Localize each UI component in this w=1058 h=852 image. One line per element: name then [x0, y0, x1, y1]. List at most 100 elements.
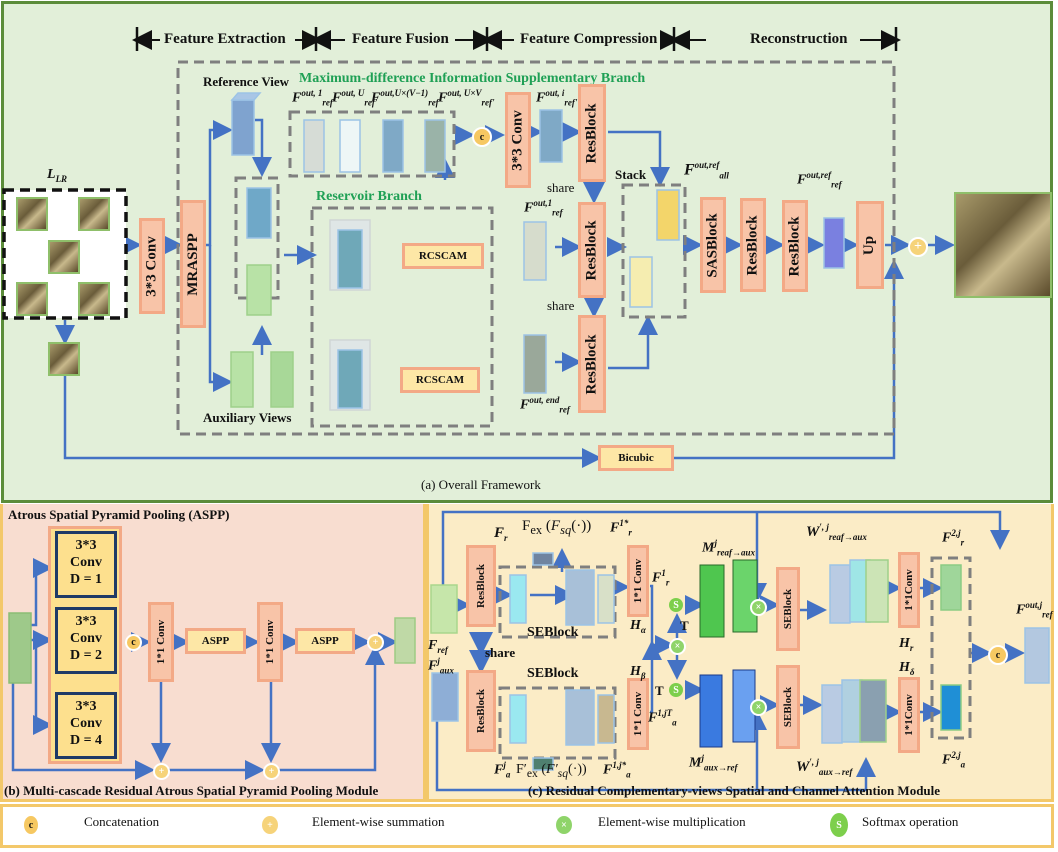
label-f-r1: F1r: [652, 568, 670, 588]
seblock-aux: SEBlock: [776, 665, 800, 749]
label-f-r1star: F1*r: [610, 518, 632, 538]
resblock-recon-1: ResBlock: [740, 198, 766, 292]
share-label: share: [547, 180, 575, 195]
feature-label-ref-end: Fout, endref: [520, 395, 570, 415]
feature-label-refi: Fout, iref': [536, 88, 578, 108]
label-f-a: Fja: [494, 760, 511, 780]
stage-feature-compression: Feature Compression: [520, 31, 658, 47]
concatenation-icon: c: [125, 634, 142, 651]
legend-element-wise-summation: Element-wise summation: [312, 814, 445, 829]
share-label: share: [547, 298, 575, 313]
legend-element-wise-multiplication: Element-wise multiplication: [598, 814, 746, 829]
element-sum-icon: +: [908, 237, 928, 257]
label-w-ref-aux: W′, jreaf→aux: [806, 522, 867, 542]
conv3-block: 3*3 Conv: [139, 218, 165, 314]
feature-label-refUV1: Fout,U×(V−1)ref': [371, 88, 442, 108]
lf-subview-image: [48, 240, 80, 274]
resblock-ref: ResBlock: [466, 545, 496, 627]
input-label: LLR: [47, 167, 68, 184]
auxiliary-views-label: Auxiliary Views: [203, 410, 292, 425]
reference-view-label: Reference View: [203, 74, 290, 89]
legend-bar: [0, 804, 1054, 848]
label-f-ex-sq-bottom: F′ex (F′sq(·)): [516, 762, 587, 780]
label-f-r2j: F2,jr: [942, 528, 965, 548]
lf-subview-image: [16, 197, 48, 231]
caption-rcscam: (c) Residual Complementary-views Spatial…: [528, 783, 941, 798]
element-mul-icon: ×: [750, 599, 767, 616]
stage-feature-fusion: Feature Fusion: [352, 31, 449, 47]
lf-subview-image: [78, 282, 110, 316]
concatenation-icon: c: [988, 645, 1008, 665]
caption-mraspp: (b) Multi-cascade Residual Atrous Spatia…: [4, 783, 379, 798]
share-label: share: [485, 645, 516, 660]
label-f-r: Fr: [494, 525, 508, 543]
feature-label-refU: Fout, Uref': [332, 88, 378, 108]
label-f-aux: Fjaux: [428, 656, 454, 676]
element-sum-icon: +: [153, 763, 170, 780]
conv1-h-alpha: 1*1 Conv: [627, 545, 649, 617]
element-mul-icon: ×: [669, 638, 686, 655]
resblock-top: ResBlock: [578, 84, 606, 182]
conv1-h-delta: 1*1Conv: [898, 677, 920, 753]
element-mul-icon: ×: [750, 699, 767, 716]
element-sum-icon: +: [263, 763, 280, 780]
label-m-ref-aux: Mjreaf→aux: [702, 538, 755, 558]
stage-reconstruction: Reconstruction: [750, 31, 848, 47]
stack-label: Stack: [615, 167, 647, 182]
label-h-delta: Hδ: [899, 660, 915, 677]
lf-subview-image: [16, 282, 48, 316]
upsample-block: Up: [856, 201, 884, 289]
softmax-icon: S: [669, 683, 683, 697]
legend-concatenation: Concatenation: [84, 814, 160, 829]
stage-feature-extraction: Feature Extraction: [164, 31, 286, 47]
label-f-ref: Fref: [428, 638, 448, 655]
caption-overall-framework: (a) Overall Framework: [421, 477, 541, 492]
label-w-aux-ref: W′, jaux→ref: [796, 757, 853, 777]
conv1-h-r: 1*1Conv: [898, 552, 920, 628]
element-sum-icon: +: [367, 634, 384, 651]
mraspp-block: MRASPP: [180, 200, 206, 328]
label-h-r: Hr: [899, 636, 914, 653]
resblock-aux: ResBlock: [466, 670, 496, 752]
panel-rcscam-module: [426, 504, 1054, 802]
conv1-block-1: 1*1 Conv: [148, 602, 174, 682]
resblock-bottom: ResBlock: [578, 315, 606, 413]
label-f-ex-sq-top: Fex (Fsq(·)): [522, 518, 592, 537]
aspp-block-2: ASPP: [295, 628, 355, 654]
seblock-ref: SEBlock: [776, 567, 800, 651]
label-f-a1jstar: F1,j*a: [603, 760, 631, 780]
conv1-block-2: 1*1 Conv: [257, 602, 283, 682]
element-sum-icon: +: [262, 816, 278, 834]
concatenation-icon: c: [24, 816, 38, 834]
rcscam-block-2: RCSCAM: [400, 367, 480, 393]
concatenation-icon: c: [472, 127, 492, 147]
rcscam-block-1: RCSCAM: [402, 243, 484, 269]
label-f-a1jT: F1,jTa: [648, 708, 677, 728]
center-view-image: [48, 342, 80, 376]
aspp-block-1: ASPP: [185, 628, 246, 654]
label-f-out-j: Fout,jref: [1016, 600, 1053, 620]
reservoir-branch-title: Reservoir Branch: [316, 189, 422, 204]
bicubic-block: Bicubic: [598, 445, 674, 471]
transpose-label: T: [655, 683, 664, 698]
aspp-title: Atrous Spatial Pyramid Pooling (ASPP): [8, 507, 230, 522]
softmax-icon: S: [830, 813, 848, 837]
label-f-a2j: F2,ja: [942, 750, 966, 770]
resblock-recon-2: ResBlock: [782, 200, 808, 292]
seblock-label-top: SEBlock: [527, 625, 579, 640]
sasblock: SASBlock: [700, 197, 726, 293]
label-m-aux-ref: Mjaux→ref: [689, 753, 738, 773]
softmax-icon: S: [669, 598, 683, 612]
feature-label-ref-out: Fout,refref: [797, 170, 842, 190]
legend-softmax-operation: Softmax operation: [862, 814, 959, 829]
aspp-container: [48, 526, 122, 764]
element-mul-icon: ×: [556, 816, 572, 834]
seblock-label-bottom: SEBlock: [527, 666, 579, 681]
lf-subview-image: [78, 197, 110, 231]
feature-label-ref1: Fout, 1ref': [292, 88, 336, 108]
label-h-beta: Hβ: [630, 664, 646, 681]
